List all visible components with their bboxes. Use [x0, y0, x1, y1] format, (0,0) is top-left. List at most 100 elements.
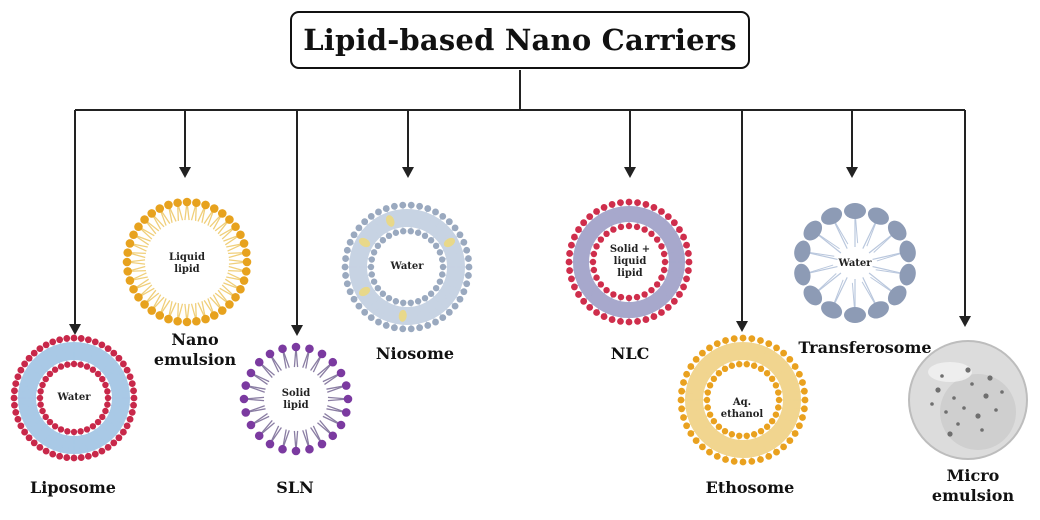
arrowhead-niosome	[402, 167, 414, 178]
niosome-tail-in	[438, 238, 447, 245]
nlc-head-outer	[625, 318, 633, 326]
microemulsion-droplet-dot	[1000, 390, 1004, 394]
liposome-head-outer	[130, 394, 138, 402]
ethosome-tail-in	[698, 415, 708, 421]
nlc-head-outer	[670, 297, 678, 305]
diagram-title: Lipid-based Nano Carriers	[303, 23, 737, 57]
sln-head	[246, 368, 256, 378]
liposome-head-outer	[104, 443, 112, 451]
nlc-tail-in	[652, 292, 659, 300]
niosome-head-outer	[465, 255, 472, 262]
nanoemulsion-head	[155, 204, 165, 213]
nlc-head-inner	[661, 258, 669, 266]
transferosome-head	[887, 220, 907, 241]
nlc-tail-out	[673, 237, 682, 243]
liposome-head-inner	[102, 407, 109, 415]
nlc-tail-out	[572, 268, 581, 271]
nlc-tail-out	[585, 224, 593, 231]
liposome-tail-in	[94, 359, 101, 368]
nlc-head-inner	[648, 286, 655, 294]
liposome-head-outer	[98, 341, 106, 349]
ethosome-head-inner	[750, 362, 758, 369]
ethosome-tail-out	[769, 441, 776, 450]
niosome-cholesterol	[358, 237, 371, 248]
liposome-head-inner	[64, 428, 71, 435]
sln-head	[265, 349, 275, 359]
nlc-head-outer	[634, 199, 641, 207]
ethosome-head-outer	[706, 344, 713, 352]
ethosome-head-inner	[763, 423, 771, 430]
ethosome-tail-out	[775, 437, 783, 445]
ethosome-tail-out	[775, 355, 783, 363]
nlc-head-outer	[683, 275, 690, 283]
inner-liposome: Water	[57, 392, 91, 403]
microemulsion-droplet-dot	[965, 367, 971, 373]
nlc-head-outer	[658, 309, 665, 316]
niosome-head-inner	[439, 256, 446, 263]
inner-niosome: Water	[390, 261, 424, 272]
nlc-head-inner	[597, 281, 605, 288]
ethosome-tail-out	[734, 449, 737, 459]
niosome-tail-in	[391, 303, 396, 313]
ethosome-tail-out	[703, 437, 711, 445]
liposome-head-inner	[77, 428, 84, 435]
nlc-tail-out	[620, 205, 623, 214]
ethosome-head-outer	[800, 387, 808, 395]
niosome-tail-in	[374, 230, 382, 239]
liposome-tail-in	[87, 431, 93, 441]
liposome-tail-out	[120, 383, 130, 388]
liposome-head-inner	[36, 394, 44, 402]
ethosome-tail-in	[710, 428, 718, 437]
label-nlc: NLC	[610, 344, 650, 363]
liposome-tail-out	[121, 403, 131, 406]
microemulsion-highlight	[928, 362, 972, 382]
niosome-head-outer	[456, 231, 464, 239]
nlc-head-outer	[664, 303, 672, 311]
niosome-tail-out	[379, 311, 385, 320]
ethosome-head-outer	[698, 349, 706, 357]
niosome-head-outer	[432, 208, 439, 216]
sln-head	[336, 420, 346, 430]
ethosome-tail-out	[769, 350, 776, 359]
nlc-head-inner	[617, 293, 625, 301]
nlc-tail-in	[599, 224, 606, 232]
nlc-tail-out	[673, 281, 682, 287]
niosome-head-outer	[361, 218, 369, 226]
liposome-tail-out	[30, 359, 39, 367]
nlc-tail-out	[580, 287, 589, 294]
ethosome-head-inner	[775, 389, 782, 396]
niosome-head-inner	[439, 271, 446, 278]
transferosome-head	[899, 240, 916, 263]
ethosome-tail-out	[784, 367, 793, 374]
label-niosome: Niosome	[375, 344, 455, 363]
liposome-tail-out	[118, 414, 128, 419]
nanoemulsion-head	[239, 276, 249, 285]
liposome-tail-out	[46, 347, 53, 356]
ethosome-head-outer	[800, 405, 808, 413]
nanoemulsion-head	[209, 204, 219, 213]
nlc-tail-in	[666, 250, 675, 254]
liposome-head-outer	[77, 335, 85, 342]
ethosome-tail-out	[698, 360, 706, 368]
niosome-tail-in	[362, 246, 372, 252]
nlc-tail-in	[591, 232, 599, 239]
niosome-tail-out	[366, 223, 374, 231]
niosome-head-outer	[465, 263, 473, 271]
nanoemulsion-head	[123, 267, 133, 276]
liposome-tail-out	[79, 445, 82, 455]
liposome-tail-out	[95, 440, 102, 449]
sln-head	[317, 349, 327, 359]
nlc-tail-out	[654, 213, 661, 222]
niosome-head-inner	[379, 237, 387, 244]
liposome-head-inner	[94, 370, 102, 378]
liposome-head-outer	[126, 373, 134, 381]
nlc-tail-in	[637, 216, 641, 225]
liposome-tail-out	[18, 383, 28, 388]
transferosome-head	[794, 263, 811, 286]
nlc-head-inner	[660, 250, 668, 258]
liposome-head-inner	[42, 375, 49, 383]
microemulsion-particle	[908, 340, 1028, 460]
niosome-tail-out	[452, 242, 462, 248]
arrowhead-sln	[291, 325, 303, 336]
niosome-head-outer	[399, 325, 407, 333]
